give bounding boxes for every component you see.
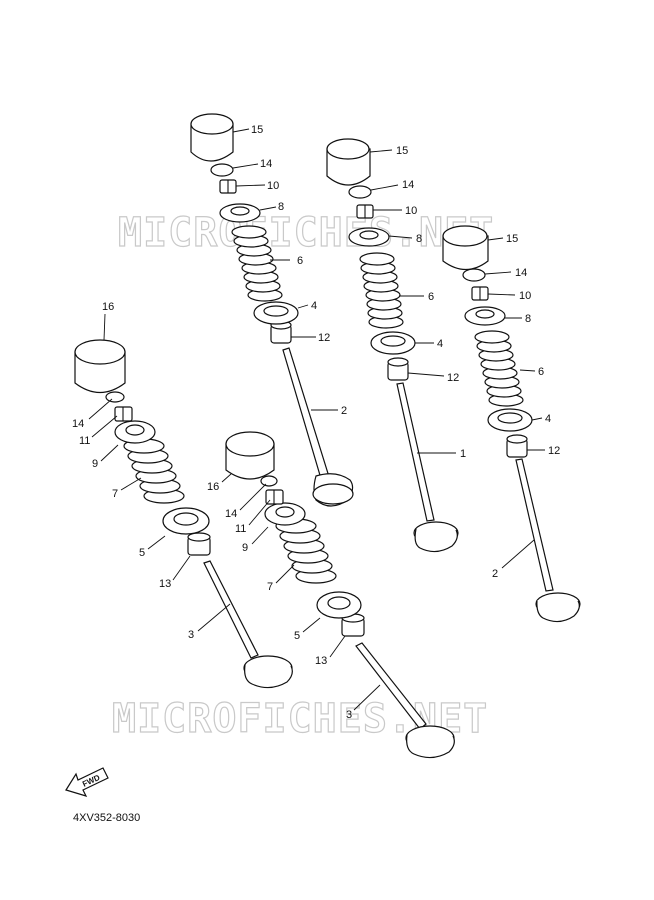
callout-retainer-d: 9 <box>92 458 98 470</box>
valve-cotter-d <box>114 406 133 422</box>
spring-retainer-b <box>348 227 390 247</box>
callout-cotter-d: 11 <box>79 435 90 447</box>
forward-direction-icon: FWD <box>65 767 109 797</box>
valve-d <box>203 560 293 689</box>
valve-assembly-b <box>326 138 459 553</box>
spring-retainer-a <box>219 203 261 223</box>
callout-seal-e: 13 <box>315 655 327 667</box>
callout-valve-e: 3 <box>346 709 352 721</box>
callout-lifter-d: 16 <box>102 301 114 313</box>
watermark-top: MICROFICHES.NET <box>118 210 494 256</box>
callout-spring-a: 6 <box>297 255 303 267</box>
callout-valve-b: 1 <box>460 448 466 460</box>
callout-cotter-c: 10 <box>519 290 531 302</box>
adjusting-pad-e <box>260 475 278 487</box>
callout-seat-a: 4 <box>311 300 317 312</box>
callout-seal-b: 12 <box>447 372 459 384</box>
valve-spring-c <box>474 330 524 407</box>
callout-retainer-e: 9 <box>242 542 248 554</box>
callout-spring-d: 7 <box>112 488 118 500</box>
valve-assembly-a <box>190 113 354 507</box>
callout-lifter-c: 15 <box>506 233 518 245</box>
valve-lifter-d <box>74 339 126 394</box>
spring-seat-e <box>316 591 362 619</box>
callout-pad-d: 14 <box>72 418 84 430</box>
callout-seat-b: 4 <box>437 338 443 350</box>
valve-e <box>355 642 455 759</box>
callout-cotter-b: 10 <box>405 205 417 217</box>
callout-cotter-a: 10 <box>267 180 279 192</box>
adjusting-pad-d <box>105 391 125 403</box>
callout-lifter-e: 16 <box>207 481 219 493</box>
spring-retainer-e <box>264 502 306 526</box>
valve-stem-seal-d <box>187 532 211 556</box>
valve-stem-seal-a <box>270 320 292 344</box>
callout-retainer-b: 8 <box>416 233 422 245</box>
valve-assembly-c <box>442 225 581 623</box>
valve-cotter-a <box>219 179 237 194</box>
callout-pad-c: 14 <box>515 267 527 279</box>
callout-spring-b: 6 <box>428 291 434 303</box>
callout-spring-e: 7 <box>267 581 273 593</box>
spring-seat-c <box>487 408 533 432</box>
spring-retainer-d <box>114 420 156 444</box>
callout-pad-e: 14 <box>225 508 237 520</box>
valve-cotter-c <box>471 286 489 301</box>
callout-valve-a: 2 <box>341 405 347 417</box>
callout-seal-c: 12 <box>548 445 560 457</box>
valve-lifter-a <box>190 113 234 162</box>
callout-lifter-b: 15 <box>396 145 408 157</box>
callout-seal-d: 13 <box>159 578 171 590</box>
callout-valve-c: 2 <box>492 568 498 580</box>
spring-seat-b <box>370 331 416 355</box>
callout-pad-a: 14 <box>260 158 272 170</box>
valve-spring-e <box>275 518 337 584</box>
spring-seat-a <box>253 301 299 325</box>
valve-c <box>515 458 581 623</box>
callout-pad-b: 14 <box>402 179 414 191</box>
valve-spring-b <box>359 252 404 329</box>
callouts: 15 14 10 8 6 4 12 2 15 14 10 8 6 4 12 1 … <box>72 124 560 721</box>
valve-cotter-b <box>356 204 374 219</box>
callout-retainer-c: 8 <box>525 313 531 325</box>
callout-seat-c: 4 <box>545 413 551 425</box>
callout-retainer-a: 8 <box>278 201 284 213</box>
valve-assembly-e <box>225 431 455 759</box>
callout-valve-d: 3 <box>188 629 194 641</box>
valve-a <box>282 347 354 507</box>
diagram-reference-code: 4XV352-8030 <box>73 812 140 824</box>
valve-lifter-b <box>326 138 371 186</box>
valve-stem-seal-b <box>387 357 409 381</box>
callout-seat-e: 5 <box>294 630 300 642</box>
valve-b <box>396 382 459 553</box>
valve-lifter-c <box>442 225 489 271</box>
callout-lifter-a: 15 <box>251 124 263 136</box>
callout-seat-d: 5 <box>139 547 145 559</box>
callout-seal-a: 12 <box>318 332 330 344</box>
valve-assembly-d <box>74 339 293 689</box>
valve-spring-d <box>123 438 185 504</box>
spring-seat-d <box>162 507 210 535</box>
leader-lines <box>88 128 545 711</box>
valve-stem-seal-c <box>506 434 528 458</box>
valve-cotter-e <box>265 489 284 505</box>
adjusting-pad-c <box>462 268 486 282</box>
valve-stem-seal-e <box>341 613 365 637</box>
callout-cotter-e: 11 <box>235 523 246 535</box>
adjusting-pad-b <box>348 185 372 199</box>
valve-lifter-e <box>225 431 275 480</box>
adjusting-pad-a <box>210 163 234 177</box>
valve-spring-a <box>231 225 283 302</box>
callout-spring-c: 6 <box>538 366 544 378</box>
spring-retainer-c <box>464 306 506 326</box>
